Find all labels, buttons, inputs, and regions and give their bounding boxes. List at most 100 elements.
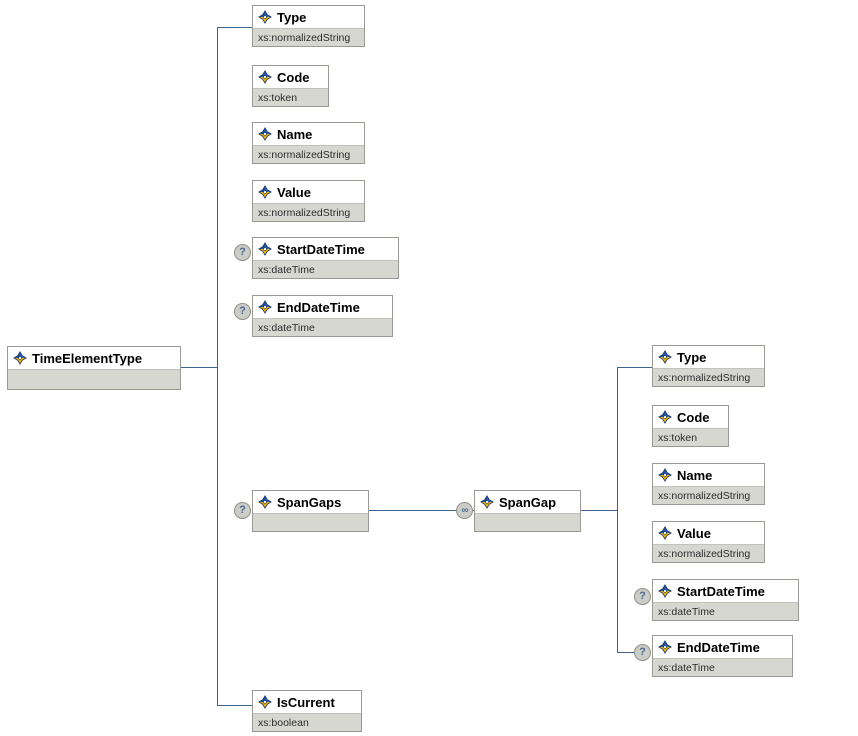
node-spangap-startdatetime[interactable]: StartDateTime xs:dateTime <box>652 579 799 621</box>
node-spangap-code[interactable]: Code xs:token <box>652 405 729 447</box>
node-type-text: xs:normalizedString <box>658 371 751 384</box>
xsd-element-icon <box>258 70 272 84</box>
node-spangaps[interactable]: SpanGaps <box>252 490 369 532</box>
xsd-element-icon <box>258 185 272 199</box>
marker-optional-spangap-startdatetime: ? <box>634 588 651 605</box>
xsd-element-icon <box>658 468 672 482</box>
node-type-text: xs:normalizedString <box>258 148 351 161</box>
connector-child-iscurrent-stub <box>217 705 252 706</box>
node-label: Name <box>677 467 713 483</box>
node-enddatetime[interactable]: EndDateTime xs:dateTime <box>252 295 393 337</box>
node-name-row: Code <box>253 66 328 88</box>
xsd-element-icon <box>258 300 272 314</box>
node-name-row: Value <box>653 522 764 544</box>
node-type-text: xs:normalizedString <box>258 206 351 219</box>
node-label: EndDateTime <box>277 299 360 315</box>
node-name-row: SpanGaps <box>253 491 368 513</box>
connector-spangap-trunk <box>617 367 618 653</box>
node-type-row: xs:normalizedString <box>253 28 364 46</box>
node-type-text: xs:token <box>658 431 698 444</box>
node-code[interactable]: Code xs:token <box>252 65 329 107</box>
node-type-text: xs:token <box>258 91 298 104</box>
node-type-row: xs:token <box>253 88 328 106</box>
node-spangap-enddatetime[interactable]: EndDateTime xs:dateTime <box>652 635 793 677</box>
node-type-text: xs:dateTime <box>658 605 715 618</box>
node-name-row: StartDateTime <box>253 238 398 260</box>
node-spangap-value[interactable]: Value xs:normalizedString <box>652 521 765 563</box>
node-timeelementtype[interactable]: TimeElementType <box>7 346 181 390</box>
marker-unbounded-spangap: ∞ <box>456 502 473 519</box>
connector-spangap-enddatetime-stub <box>617 652 634 653</box>
node-name-row: Name <box>653 464 764 486</box>
node-type-row: xs:dateTime <box>653 602 798 620</box>
xsd-element-icon <box>658 410 672 424</box>
node-type-text: xs:normalizedString <box>658 547 751 560</box>
node-type-text: xs:boolean <box>258 716 309 729</box>
node-type-row: xs:dateTime <box>653 658 792 676</box>
node-name-row: EndDateTime <box>653 636 792 658</box>
marker-optional-spangaps: ? <box>234 502 251 519</box>
marker-optional-spangap-enddatetime: ? <box>634 644 651 661</box>
node-name-row: Value <box>253 181 364 203</box>
connector-main-trunk <box>217 27 218 705</box>
connector-root-stub <box>181 367 218 368</box>
node-value[interactable]: Value xs:normalizedString <box>252 180 365 222</box>
node-label: Code <box>277 69 310 85</box>
node-type-row: xs:boolean <box>253 713 361 731</box>
node-label: EndDateTime <box>677 639 760 655</box>
node-type-row <box>475 513 580 531</box>
node-type-row: xs:normalizedString <box>653 486 764 504</box>
node-name-row: IsCurrent <box>253 691 361 713</box>
node-type-text: xs:normalizedString <box>658 489 751 502</box>
connector-spangaps-to-spangap <box>369 510 477 511</box>
node-spangap-type[interactable]: Type xs:normalizedString <box>652 345 765 387</box>
xsd-element-icon <box>258 242 272 256</box>
xsd-element-icon <box>658 584 672 598</box>
node-label: Value <box>677 525 711 541</box>
node-name-row: EndDateTime <box>253 296 392 318</box>
node-iscurrent[interactable]: IsCurrent xs:boolean <box>252 690 362 732</box>
node-type-row: xs:normalizedString <box>253 145 364 163</box>
node-type-row: xs:normalizedString <box>253 203 364 221</box>
xsd-element-icon <box>258 10 272 24</box>
node-type-text: xs:normalizedString <box>258 31 351 44</box>
node-label: SpanGaps <box>277 494 342 510</box>
connector-spangap-to-right-trunk <box>581 510 618 511</box>
node-label: Name <box>277 126 313 142</box>
node-name-row: SpanGap <box>475 491 580 513</box>
node-type-row <box>8 369 180 389</box>
node-type-row: xs:normalizedString <box>653 544 764 562</box>
connector-child-type-stub <box>217 27 252 28</box>
node-label: TimeElementType <box>32 350 143 366</box>
node-spangap-name[interactable]: Name xs:normalizedString <box>652 463 765 505</box>
node-type-text: xs:dateTime <box>258 321 315 334</box>
xsd-element-icon <box>258 495 272 509</box>
node-label: SpanGap <box>499 494 557 510</box>
node-name[interactable]: Name xs:normalizedString <box>252 122 365 164</box>
xsd-element-icon <box>13 351 27 365</box>
node-type-row: xs:normalizedString <box>653 368 764 386</box>
node-name-row: Type <box>653 346 764 368</box>
xsd-element-icon <box>658 640 672 654</box>
xsd-element-icon <box>480 495 494 509</box>
node-type-row <box>253 513 368 531</box>
node-type-row: xs:dateTime <box>253 260 398 278</box>
node-label: Value <box>277 184 311 200</box>
xsd-element-icon <box>658 526 672 540</box>
node-startdatetime[interactable]: StartDateTime xs:dateTime <box>252 237 399 279</box>
node-type-text: xs:dateTime <box>658 661 715 674</box>
node-type-row: xs:dateTime <box>253 318 392 336</box>
xsd-element-icon <box>258 127 272 141</box>
node-label: Type <box>677 349 707 365</box>
marker-optional-enddatetime: ? <box>234 303 251 320</box>
node-label: IsCurrent <box>277 694 335 710</box>
node-label: StartDateTime <box>277 241 365 257</box>
node-name-row: TimeElementType <box>8 347 180 369</box>
node-type[interactable]: Type xs:normalizedString <box>252 5 365 47</box>
node-label: StartDateTime <box>677 583 765 599</box>
node-name-row: Type <box>253 6 364 28</box>
node-label: Type <box>277 9 307 25</box>
node-name-row: StartDateTime <box>653 580 798 602</box>
node-spangap[interactable]: SpanGap <box>474 490 581 532</box>
